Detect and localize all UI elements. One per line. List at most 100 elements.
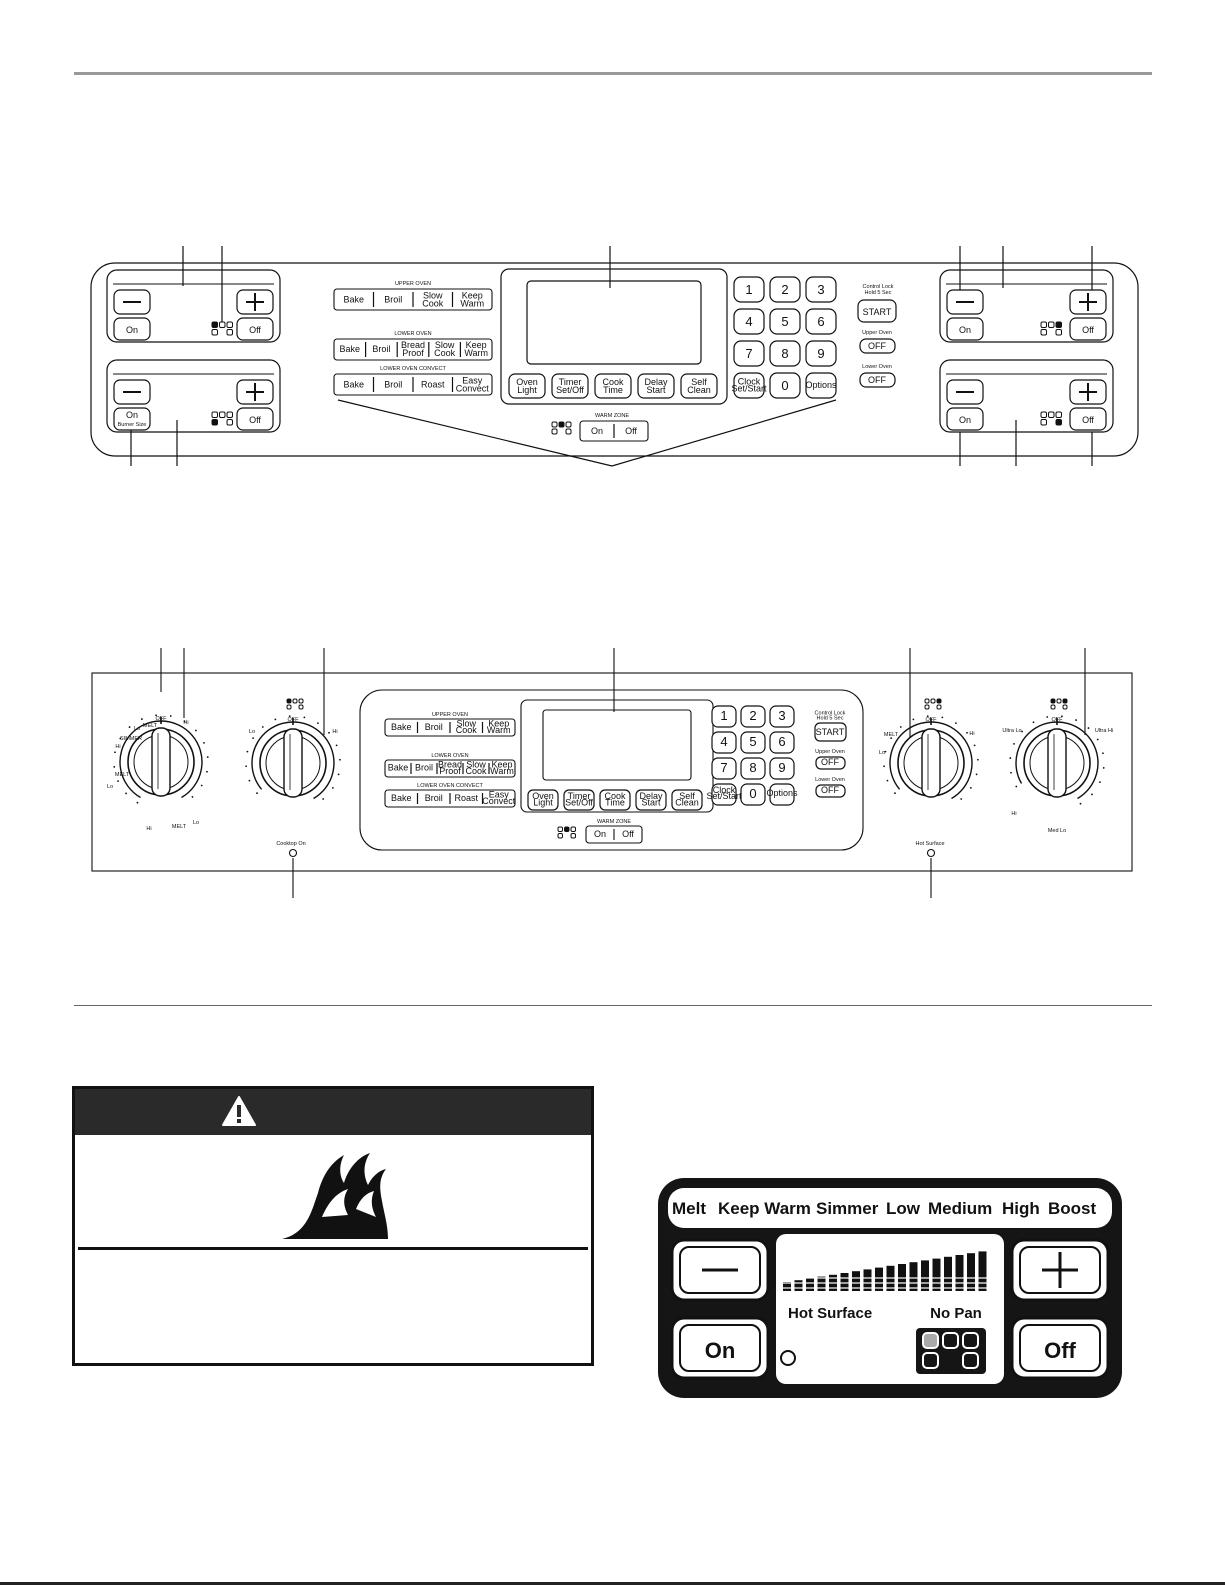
warm-zone-indicator-icon (557, 826, 576, 839)
lower-oven-off-button[interactable] (815, 784, 846, 798)
lower-oven-group (333, 338, 493, 361)
off-label: OFF (1052, 717, 1064, 723)
keypad-label: 3 (778, 708, 785, 723)
function-button[interactable] (594, 373, 632, 399)
function-button[interactable] (637, 373, 675, 399)
on-button[interactable] (670, 1316, 770, 1380)
function-button[interactable] (508, 373, 546, 399)
off-button[interactable] (1010, 1316, 1110, 1380)
off-label: Off (249, 415, 261, 425)
left-front-element-off-button[interactable] (236, 407, 274, 431)
keypad-button[interactable] (769, 731, 795, 754)
keypad-button[interactable] (805, 372, 837, 399)
element-indicator-icon (1050, 698, 1068, 710)
left-rear-element-off-button[interactable] (236, 317, 274, 341)
hot-surface-label: Hot Surface (915, 841, 944, 847)
off-label: OFF (821, 757, 839, 767)
plus-icon (246, 293, 264, 311)
right-rear-knob[interactable] (1009, 715, 1105, 805)
keypad-button[interactable] (769, 705, 795, 728)
start-button[interactable] (814, 722, 847, 742)
melt-label: MELT (143, 723, 158, 729)
keypad-button[interactable] (805, 308, 837, 335)
right-rear-element-frame (939, 269, 1114, 343)
on-label: On (959, 325, 971, 335)
function-button[interactable] (599, 789, 631, 811)
lower-oven-convect-label: Roast (454, 793, 478, 803)
upper-oven-off-button[interactable] (815, 756, 846, 770)
function-button[interactable] (635, 789, 667, 811)
start-button[interactable] (857, 299, 897, 323)
level-bar (875, 1267, 883, 1291)
keypad-button[interactable] (805, 340, 837, 367)
right-front-element-off-button[interactable] (1069, 407, 1107, 431)
warm-zone-label: WARM ZONE (595, 413, 629, 419)
plus-icon (1042, 1252, 1078, 1288)
keypad-button[interactable] (733, 276, 765, 303)
function-button[interactable] (563, 789, 595, 811)
keypad-button[interactable] (711, 757, 737, 780)
lower-oven-off-button[interactable] (859, 372, 896, 388)
left-rear-element-on-button[interactable] (113, 317, 151, 341)
element-indicator-icon (1040, 411, 1062, 426)
keypad-label: 1 (720, 708, 727, 723)
left-rear-knob[interactable] (113, 714, 209, 804)
lower-oven-label: LOWER OVEN (431, 753, 468, 759)
keypad-label: 8 (781, 346, 788, 361)
upper-oven-off-button[interactable] (859, 338, 896, 354)
keypad-button[interactable] (740, 783, 766, 806)
keypad-label: 4 (720, 734, 727, 749)
left-front-knob[interactable] (245, 715, 341, 800)
keypad-button[interactable] (769, 276, 801, 303)
keypad-button[interactable] (769, 757, 795, 780)
keypad-button[interactable] (740, 705, 766, 728)
keypad-button[interactable] (769, 783, 795, 806)
keypad-button[interactable] (805, 276, 837, 303)
keypad-button[interactable] (769, 340, 801, 367)
lower-oven-off-label: Lower Oven (815, 777, 845, 783)
keypad-button[interactable] (769, 308, 801, 335)
keypad-label: 7 (745, 346, 752, 361)
level-bar (921, 1260, 929, 1291)
right-rear-element-off-button[interactable] (1069, 317, 1107, 341)
upper-oven-label: Bake (343, 294, 364, 304)
function-button[interactable] (551, 373, 589, 399)
right-front-element-on-button[interactable] (946, 407, 984, 431)
melt-label: MELT (172, 824, 187, 830)
keypad-button[interactable] (733, 308, 765, 335)
element-indicator-icon (1040, 321, 1062, 336)
keypad-button[interactable] (711, 783, 737, 806)
keypad-button[interactable] (711, 705, 737, 728)
keypad-button[interactable] (769, 372, 801, 399)
element-indicator-icon (924, 698, 942, 710)
lower-convect-label: LOWER OVEN CONVECT (417, 783, 483, 789)
keypad-button[interactable] (711, 731, 737, 754)
left-front-element-frame (106, 359, 281, 433)
keypad-button[interactable] (740, 757, 766, 780)
left-front-element-on-button[interactable] (113, 407, 151, 431)
keypad-button[interactable] (740, 731, 766, 754)
keypad-button[interactable] (733, 340, 765, 367)
hi-label: Hi (1011, 811, 1016, 817)
hi-label: Hi (183, 720, 188, 726)
right-rear-element-on-button[interactable] (946, 317, 984, 341)
element-indicator-icon (922, 1332, 979, 1369)
right-front-knob[interactable] (883, 715, 979, 800)
warning-header (75, 1089, 591, 1135)
function-button[interactable] (671, 789, 703, 811)
panel-outline (90, 262, 1139, 457)
function-button[interactable] (680, 373, 718, 399)
burner-size-label: Burner Size (118, 422, 147, 428)
off-label: Off (1044, 1338, 1076, 1363)
upper-oven-label: Bake (391, 722, 412, 732)
function-button[interactable] (527, 789, 559, 811)
keypad-button[interactable] (733, 372, 765, 399)
